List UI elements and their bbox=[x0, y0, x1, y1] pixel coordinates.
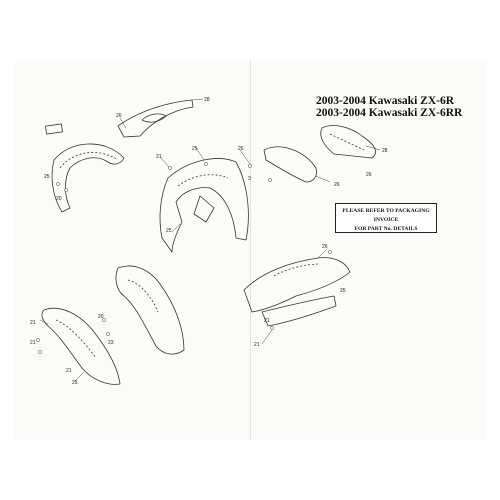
tail-undertray-part bbox=[261, 295, 337, 327]
callout-label: 25 bbox=[44, 174, 50, 180]
page-fold bbox=[250, 60, 251, 440]
upper-cover-part bbox=[117, 99, 194, 138]
callout-label: 21 bbox=[254, 342, 260, 348]
badge-part bbox=[45, 123, 63, 135]
notice-line-2: FOR PART No. DETAILS bbox=[354, 226, 418, 232]
callout-label: 25 bbox=[192, 146, 198, 152]
callout-label: 21 bbox=[66, 368, 72, 374]
callout-label: 21 bbox=[264, 318, 270, 324]
middle-fairing-part bbox=[115, 265, 185, 355]
callout-label: 21 bbox=[30, 320, 36, 326]
notice-box: PLEASE REFER TO PACKAGING INVOICE FOR PA… bbox=[335, 203, 437, 233]
upper-fairing-part bbox=[159, 158, 249, 253]
callout-label: 26 bbox=[116, 113, 122, 119]
callout-label: 28 bbox=[382, 148, 388, 154]
callout-label: 20 bbox=[98, 314, 104, 320]
callout-label: 25 bbox=[72, 380, 78, 386]
air-duct-part bbox=[263, 146, 317, 183]
callout-label: 20 bbox=[56, 196, 62, 202]
callout-label: 28 bbox=[204, 97, 210, 103]
callout-label: 26 bbox=[322, 244, 328, 250]
callout-label: 25 bbox=[166, 228, 172, 234]
notice-line-1: PLEASE REFER TO PACKAGING INVOICE bbox=[342, 208, 430, 223]
callout-label: 21 bbox=[30, 340, 36, 346]
callout-label: 25 bbox=[340, 288, 346, 294]
callout-label: 26 bbox=[238, 146, 244, 152]
callout-label: 23 bbox=[108, 340, 114, 346]
callout-label: 26 bbox=[334, 182, 340, 188]
tail-cowl-part bbox=[243, 257, 351, 313]
front-fender-part bbox=[51, 143, 125, 213]
inner-panel-part bbox=[320, 125, 376, 159]
title-line-2: 2003-2004 Kawasaki ZX-6RR bbox=[316, 107, 463, 119]
callout-label: 26 bbox=[366, 172, 372, 178]
callout-label: 21 bbox=[156, 154, 162, 160]
callout-label: 3 bbox=[248, 176, 251, 182]
lower-fairing-part bbox=[41, 307, 121, 385]
title-line-1: 2003-2004 Kawasaki ZX-6R bbox=[316, 95, 455, 107]
